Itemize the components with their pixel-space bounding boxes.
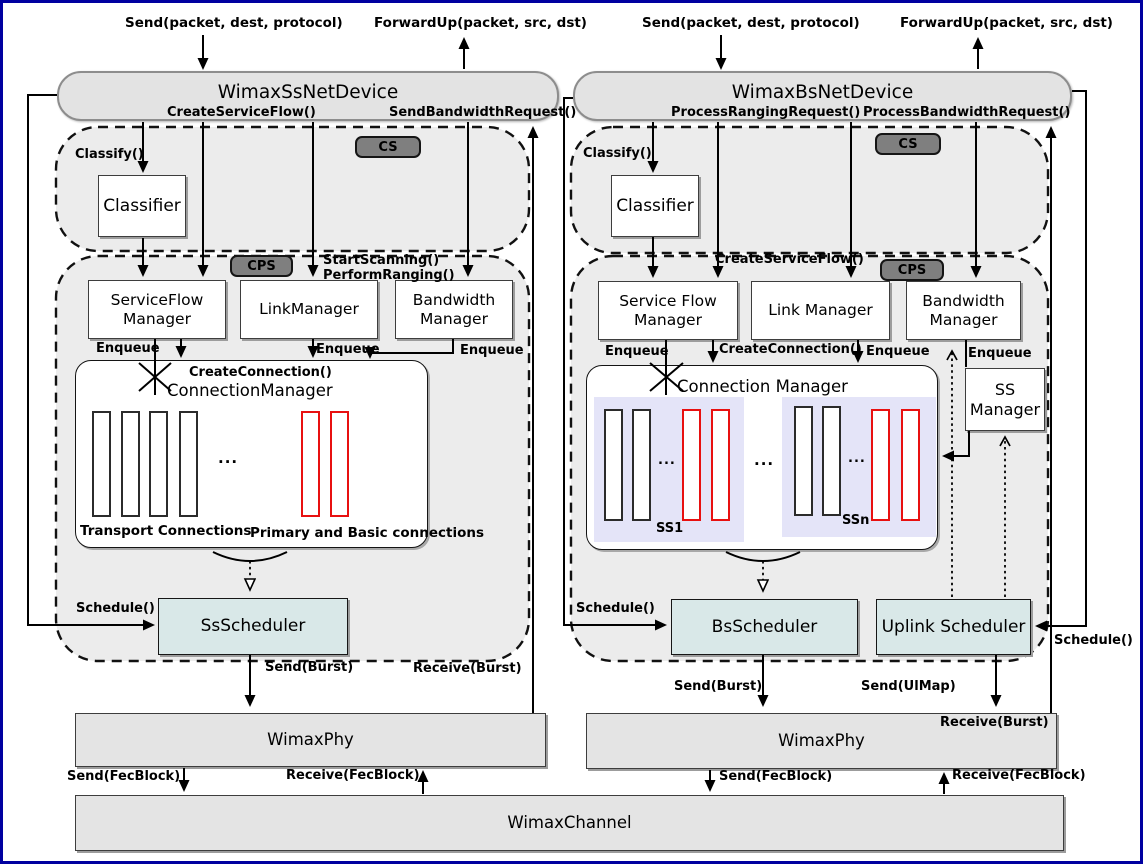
uplink-scheduler-box: Uplink Scheduler	[876, 599, 1031, 655]
primary-basic-connection-bar	[330, 411, 349, 517]
ss1-connection-bar-red	[682, 409, 701, 521]
primary-basic-connection-bar	[301, 411, 320, 517]
ss-send-bandwidth-request-label: SendBandwidthRequest()	[389, 105, 577, 120]
ss1-connection-bar	[632, 409, 651, 521]
bs-create-service-flow-label: CreateServiceFlow()	[715, 252, 864, 267]
transport-connection-bar	[121, 411, 140, 517]
brace-bs-connectionmanager	[725, 551, 801, 562]
bs-send-fecblock-label: Send(FecBlock)	[719, 769, 833, 784]
ss-device-title: WimaxSsNetDevice	[217, 82, 399, 103]
bs-service-flow-manager-box: Service Flow Manager	[598, 281, 738, 340]
brace-ss-connectionmanager	[212, 551, 288, 562]
bs-classify-label: Classify()	[583, 146, 652, 161]
bs-send-ulmap-label: Send(UlMap)	[861, 679, 956, 694]
bs-device-title: WimaxBsNetDevice	[731, 82, 914, 103]
ss-enqueue-label-2: Enqueue	[316, 342, 380, 357]
transport-connection-bar	[179, 411, 198, 517]
ss-schedule-label: Schedule()	[76, 601, 155, 616]
ss1-caption: SS1	[656, 521, 684, 537]
bs-link-manager-box: Link Manager	[751, 281, 890, 340]
bs-ss-manager-box: SS Manager	[965, 368, 1045, 431]
bs-bandwidth-manager-box: Bandwidth Manager	[906, 281, 1021, 340]
bs-process-ranging-label: ProcessRangingRequest()	[671, 105, 861, 120]
ss-scheduler-box: SsScheduler	[158, 598, 348, 655]
ssn-connection-bar	[822, 406, 841, 516]
bs-wimax-phy-box: WimaxPhy	[586, 713, 1057, 769]
transport-connection-bar	[92, 411, 111, 517]
bs-classifier-box: Classifier	[611, 175, 699, 237]
ss-classify-label: Classify()	[75, 147, 144, 162]
ss1-connection-bar-red	[711, 409, 730, 521]
bs-scheduler-box: BsScheduler	[671, 599, 858, 655]
ss-queues-ellipsis: ...	[218, 449, 239, 467]
ss-enqueue-label-3: Enqueue	[460, 343, 524, 358]
arrow-ss-bandwidth-enqueue	[364, 339, 454, 359]
bs-cps-badge: CPS	[880, 259, 944, 281]
ss-connection-manager-title: ConnectionManager	[167, 381, 333, 400]
ssn-connection-bar-red	[871, 409, 890, 521]
bs-receive-burst-label: Receive(Burst)	[940, 715, 1049, 730]
ss-create-service-flow-label: CreateServiceFlow()	[167, 105, 316, 120]
ssn-connection-bar	[794, 406, 813, 516]
ss-connection-manager-box: CreateConnection() ConnectionManager ...…	[75, 360, 484, 548]
bs-receive-fecblock-label: Receive(FecBlock)	[952, 768, 1086, 783]
wimax-channel-box: WimaxChannel	[75, 795, 1064, 851]
ss1-connections-panel: ... SS1	[594, 397, 744, 542]
ss1-ellipsis: ...	[658, 453, 676, 468]
ssn-caption: SSn	[842, 513, 870, 529]
ss-cs-badge: CS	[355, 136, 421, 158]
primary-basic-connections-caption: Primary and Basic connections	[250, 525, 485, 541]
bs-process-bandwidth-label: ProcessBandwidthRequest()	[863, 105, 1071, 120]
ss-create-connection-label: CreateConnection()	[189, 365, 332, 380]
ss-receive-fecblock-label: Receive(FecBlock)	[286, 768, 420, 783]
bs-cs-badge: CS	[875, 133, 941, 155]
ss-send-fecblock-label: Send(FecBlock)	[67, 769, 181, 784]
bs-panels-ellipsis: ...	[754, 451, 775, 469]
bs-enqueue-label-3: Enqueue	[968, 346, 1032, 361]
bs-enqueue-label-1: Enqueue	[605, 344, 669, 359]
bs-forwardup-label: ForwardUp(packet, src, dst)	[900, 15, 1113, 31]
ss-enqueue-label-1: Enqueue	[96, 341, 160, 356]
bs-send-packet-label: Send(packet, dest, protocol)	[642, 15, 860, 31]
bs-schedule-label: Schedule()	[576, 601, 655, 616]
ss1-connection-bar	[604, 409, 623, 521]
bs-create-connection-label: CreateConnection()	[719, 342, 862, 357]
transport-connections-caption: Transport Connections	[80, 523, 252, 539]
bs-send-burst-label: Send(Burst)	[674, 679, 763, 694]
ss-send-burst-label: Send(Burst)	[265, 660, 354, 675]
ss-send-packet-label: Send(packet, dest, protocol)	[125, 15, 343, 31]
ss-forwardup-label: ForwardUp(packet, src, dst)	[374, 15, 587, 31]
ss-perform-ranging-label: PerformRanging()	[323, 268, 455, 283]
ss-service-flow-manager-box: ServiceFlow Manager	[88, 280, 226, 339]
wimax-bs-net-device: WimaxBsNetDevice	[573, 71, 1072, 121]
ss-receive-burst-label: Receive(Burst)	[413, 661, 522, 676]
bs-connection-manager-title: Connection Manager	[677, 377, 848, 396]
transport-connection-bar	[149, 411, 168, 517]
uplink-schedule-label: Schedule()	[1054, 633, 1133, 648]
line-bs-device-to-uplink-schedule	[1035, 90, 1087, 632]
ss-bandwidth-manager-box: Bandwidth Manager	[395, 280, 513, 339]
ss-start-scanning-label: StartScanning()	[323, 253, 440, 268]
bs-connection-manager-box: Connection Manager ... SS1 ... ... SSn	[586, 365, 938, 550]
ss-link-manager-box: LinkManager	[240, 280, 378, 339]
ss-classifier-box: Classifier	[98, 175, 186, 237]
arrow-ssmanager-to-connectionmanager	[942, 431, 970, 462]
bs-enqueue-label-2: Enqueue	[866, 344, 930, 359]
ss-wimax-phy-box: WimaxPhy	[75, 713, 546, 767]
ss-cps-badge: CPS	[230, 255, 293, 277]
ssn-ellipsis: ...	[848, 451, 866, 466]
ssn-connections-panel: ... SSn	[782, 397, 936, 537]
ssn-connection-bar-red	[901, 409, 920, 521]
